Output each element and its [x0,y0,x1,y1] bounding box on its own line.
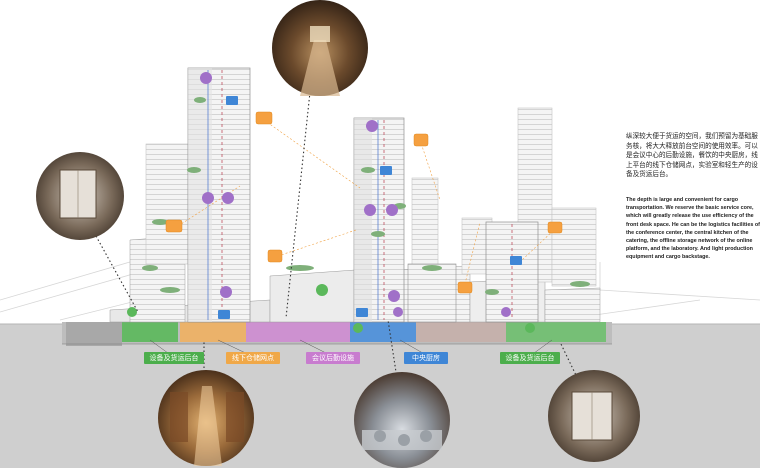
description-chinese: 纵深较大便于货运的空间，我们预留为基础服务核，将大大释放前台空间的使用效率。可以… [626,132,758,179]
label-conference: 会议后勤设施 [306,352,360,364]
phone-icon [413,133,429,147]
tower-right [407,221,539,323]
lab-icon [525,323,535,333]
monitor-icon [547,221,563,234]
food-icon [364,204,376,216]
monitor-icon [255,111,273,125]
label-storage: 线下仓储网点 [226,352,280,364]
food-icon [501,307,511,317]
zone-storage [180,322,246,342]
label-cargo-right: 设备及货运后台 [500,352,560,364]
zone-conference [246,322,350,342]
monitor-icon [380,166,392,175]
conference-icons [200,72,511,317]
food-icon [386,204,398,216]
monitor-icon [457,281,473,294]
lab-icon [127,307,137,317]
phone-icons [165,111,563,294]
monitor-icon [356,308,368,317]
label-cargo-left: 设备及货运后台 [144,352,204,364]
conference-icon [200,72,212,84]
zone-cargo-left [122,322,178,342]
monitor-icon [510,256,522,265]
warehouse-photo [158,370,254,466]
cargo-door-photo-left [36,152,124,240]
phone-icon [267,249,283,263]
monitor-icon [226,96,238,105]
corridor-photo [272,0,368,96]
food-icon [202,192,214,204]
conference-icon [388,290,400,302]
food-icon [222,192,234,204]
zone-kitchen [350,322,416,342]
lab-icon [353,323,363,333]
lab-icons [127,284,535,333]
conference-icon [220,286,232,298]
tower-left [187,67,251,323]
greenery [142,97,590,295]
cargo-door-photo-right [548,370,640,462]
monitor-icon [218,310,230,319]
monitor-icon [165,219,183,233]
monitor-icons [218,96,522,319]
conference-icon [366,120,378,132]
zone-cargo-right [506,322,606,342]
tower-center [353,117,405,323]
kitchen-photo [354,372,450,468]
food-icon [393,307,403,317]
description-english: The depth is large and convenient for ca… [626,197,760,261]
lab-icon [316,284,328,296]
label-kitchen: 中央厨房 [404,352,448,364]
